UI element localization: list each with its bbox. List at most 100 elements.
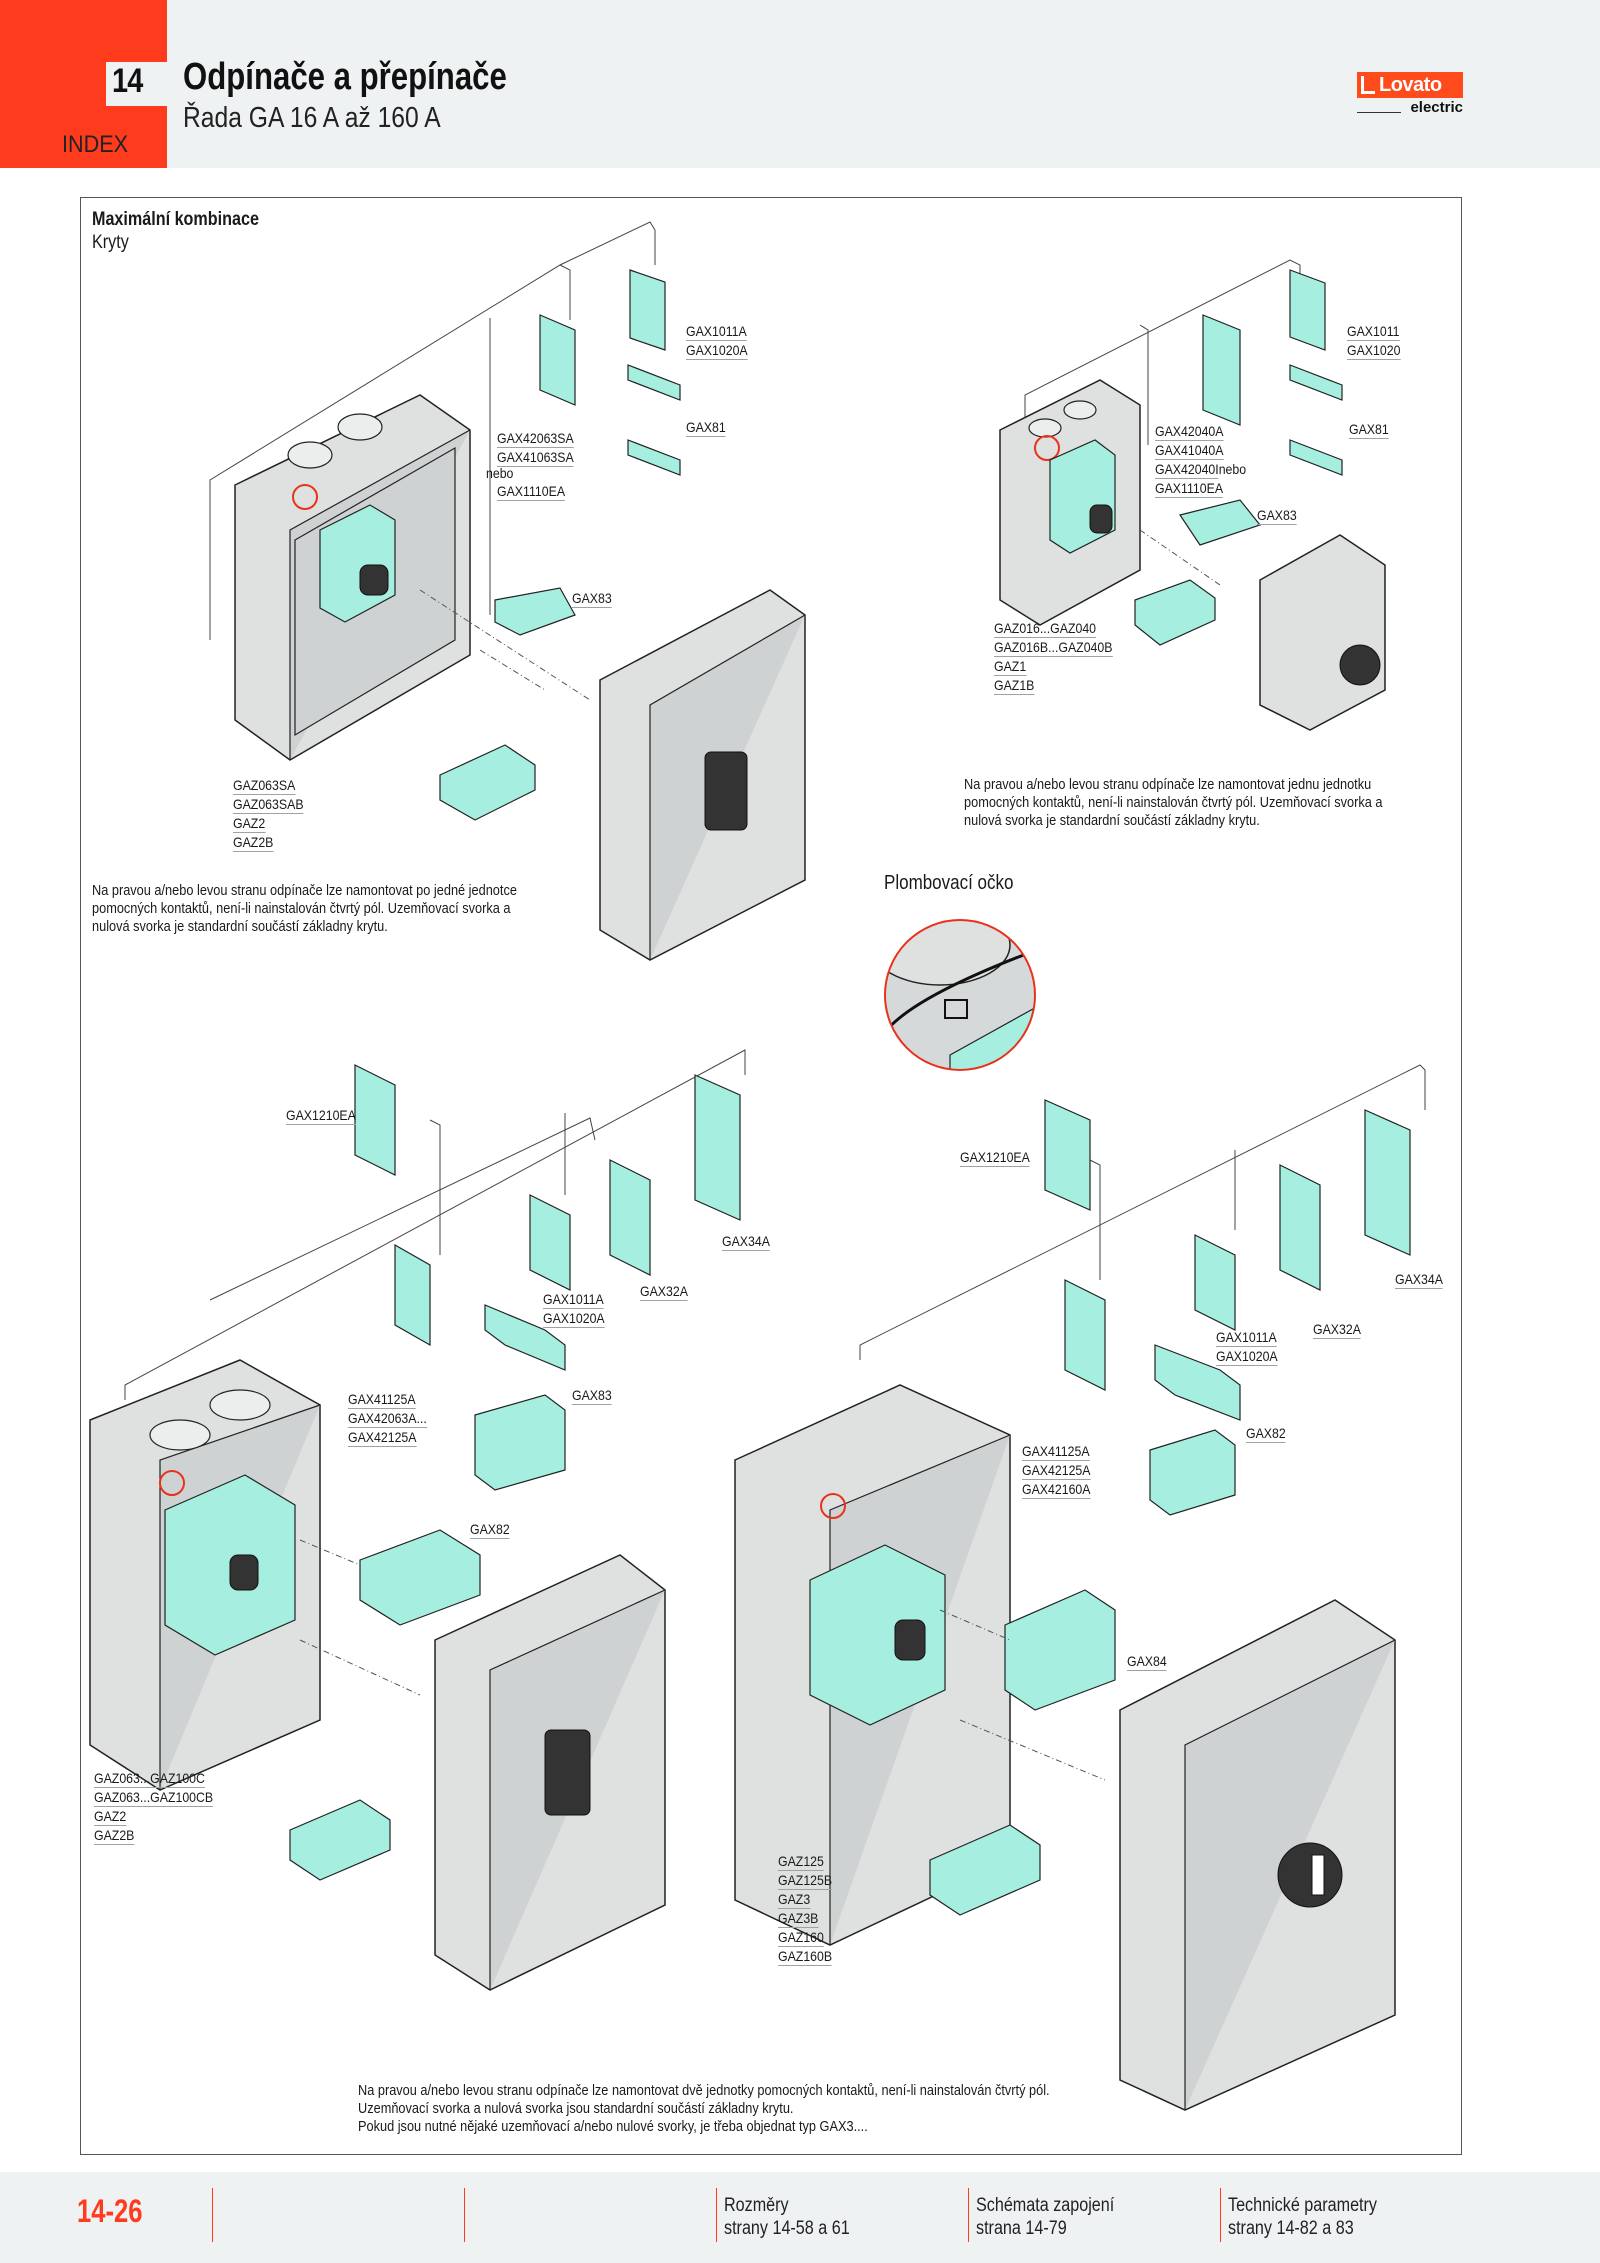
assembly-guide — [479, 649, 546, 691]
sealing-eye-detail — [884, 919, 1036, 1071]
label-group-alt-contact: GAX1210EA — [286, 1106, 356, 1125]
leader-line — [1139, 324, 1149, 445]
part-label: GAZ016B...GAZ040B — [994, 639, 1113, 657]
part-label: GAX1210EA — [960, 1149, 1030, 1167]
part-label: GAX1020A — [686, 342, 748, 360]
enclosure-cover — [1259, 534, 1386, 731]
note-line: Pokud jsou nutné nějaké uzemňovací a/neb… — [358, 2119, 868, 2135]
label-group-aux-contacts: GAX1011 GAX1020 — [1347, 322, 1401, 360]
leader-line — [859, 1064, 1426, 1360]
label-group-bar-34: GAX34A — [722, 1232, 770, 1251]
footer-ref-pages: strany 14-82 a 83 — [1228, 2218, 1354, 2239]
footer-ref-technical[interactable]: Technické parametry strany 14-82 a 83 — [1228, 2194, 1377, 2240]
part-label: GAX42160A — [1022, 1481, 1091, 1499]
part-label: GAZ3B — [778, 1910, 819, 1928]
part-label: GAZ1B — [994, 677, 1035, 695]
part-label: GAX42125A — [348, 1429, 417, 1447]
note-line: nulová svorka je standardní součástí zák… — [964, 813, 1260, 829]
note-line: Na pravou a/nebo levou stranu odpínače l… — [358, 2083, 1050, 2099]
alt-contact-module — [1044, 1099, 1091, 1211]
footer-ref-dimensions[interactable]: Rozměry strany 14-58 a 61 — [724, 2194, 850, 2240]
label-group-alt-contact: GAX1210EA — [960, 1148, 1030, 1167]
part-label: GAX34A — [1395, 1271, 1443, 1289]
bottom-left-assembly — [89, 1049, 746, 1991]
footer-ref-wiring[interactable]: Schémata zapojení strana 14-79 — [976, 2194, 1114, 2240]
part-label: GAX1011A — [543, 1291, 604, 1309]
or-word: nebo — [1218, 461, 1247, 477]
leader-line — [209, 221, 656, 640]
part-label: GAX1020A — [1216, 1348, 1278, 1366]
aux-contact-module — [529, 1194, 571, 1291]
note-line: pomocných kontaktů, není-li nainstalován… — [92, 901, 511, 917]
alt-contact-module — [354, 1064, 396, 1176]
part-label: GAZ1 — [994, 658, 1027, 676]
terminal-cover — [494, 587, 576, 636]
part-label: GAX81 — [686, 419, 726, 437]
part-label: GAX1011A — [686, 323, 747, 341]
or-word: nebo — [486, 465, 514, 481]
note-bottom: Na pravou a/nebo levou stranu odpínače l… — [358, 2082, 1050, 2136]
switch-body — [809, 1544, 946, 1726]
part-label: GAZ2B — [233, 834, 274, 852]
footer-ref-title: Schémata zapojení — [976, 2195, 1115, 2216]
part-label: GAX41125A — [1022, 1443, 1090, 1461]
part-label: GAZ3 — [778, 1891, 811, 1909]
footer-ref-pages: strana 14-79 — [976, 2218, 1067, 2239]
part-label: GAZ160 — [778, 1929, 824, 1947]
label-group-enclosures: GAZ063SA GAZ063SAB GAZ2 GAZ2B — [233, 776, 304, 852]
footer-ref-pages: strany 14-58 a 61 — [724, 2218, 850, 2239]
part-label: GAX41063SA — [497, 449, 574, 467]
lovato-logo: Lovato electric — [1357, 72, 1463, 117]
terminal-cover — [1004, 1589, 1116, 1711]
content-frame — [80, 197, 1462, 2155]
label-group-fourth-pole: GAX41125A GAX42125A GAX42160A — [1022, 1442, 1091, 1499]
note-line: Na pravou a/nebo levou stranu odpínače l… — [964, 777, 1372, 793]
footer-separator — [1220, 2188, 1221, 2242]
label-group-bar-32: GAX32A — [1313, 1320, 1361, 1339]
cable-entry — [337, 413, 383, 441]
switch-handle — [1089, 504, 1113, 534]
neutral-terminal — [439, 744, 536, 821]
sealing-eye-marker — [820, 1493, 846, 1519]
leader-line — [209, 1117, 596, 1301]
part-label: GAX82 — [470, 1521, 510, 1539]
assembly-guide — [959, 1719, 1106, 1781]
part-label: GAX1020 — [1347, 342, 1401, 360]
part-label: GAZ160B — [778, 1948, 833, 1966]
part-label: GAX42040A — [1155, 423, 1224, 441]
part-label: GAX1011 — [1347, 323, 1400, 341]
section-subtitle: Kryty — [92, 232, 129, 253]
logo-tagline-row: electric — [1357, 99, 1463, 117]
leader-line — [124, 1049, 746, 1400]
label-group-terminal-cover: GAX82 — [470, 1520, 510, 1539]
label-group-bar-32: GAX32A — [640, 1282, 688, 1301]
label-group-aux-contacts: GAX1011A GAX1020A — [543, 1290, 605, 1328]
part-label: GAX83 — [572, 1387, 612, 1405]
cover-piece — [1149, 1429, 1236, 1516]
bar-34 — [694, 1074, 741, 1221]
neutral-terminal — [289, 1799, 391, 1881]
part-label: GAX1210EA — [286, 1107, 356, 1125]
cable-entry — [149, 1419, 211, 1451]
top-right-assembly — [999, 259, 1386, 731]
part-label: GAX1110EA — [497, 483, 566, 501]
detail-highlight-ring — [884, 919, 1036, 1071]
label-or: nebo — [486, 464, 513, 482]
footer-separator — [464, 2188, 465, 2242]
part-label: GAZ2B — [94, 1827, 135, 1845]
label-group-aux-contacts: GAX1011A GAX1020A — [686, 322, 748, 360]
fourth-pole-module — [1064, 1279, 1106, 1391]
assembly-guide — [299, 1639, 421, 1696]
part-label: GAX42125A — [1022, 1462, 1091, 1480]
part-label: GAX81 — [1349, 421, 1389, 439]
label-group-terminal-cover: GAX83 — [572, 589, 612, 608]
detail-seal-eye — [944, 999, 968, 1019]
index-link[interactable]: INDEX — [62, 131, 129, 158]
section-title: Maximální kombinace — [92, 209, 259, 230]
cover-piece — [484, 1304, 566, 1371]
label-group-bar-34: GAX34A — [1395, 1270, 1443, 1289]
part-label: GAZ063SA — [233, 777, 296, 795]
part-label: GAZ016...GAZ040 — [994, 620, 1097, 638]
cover-piece — [1289, 439, 1343, 476]
